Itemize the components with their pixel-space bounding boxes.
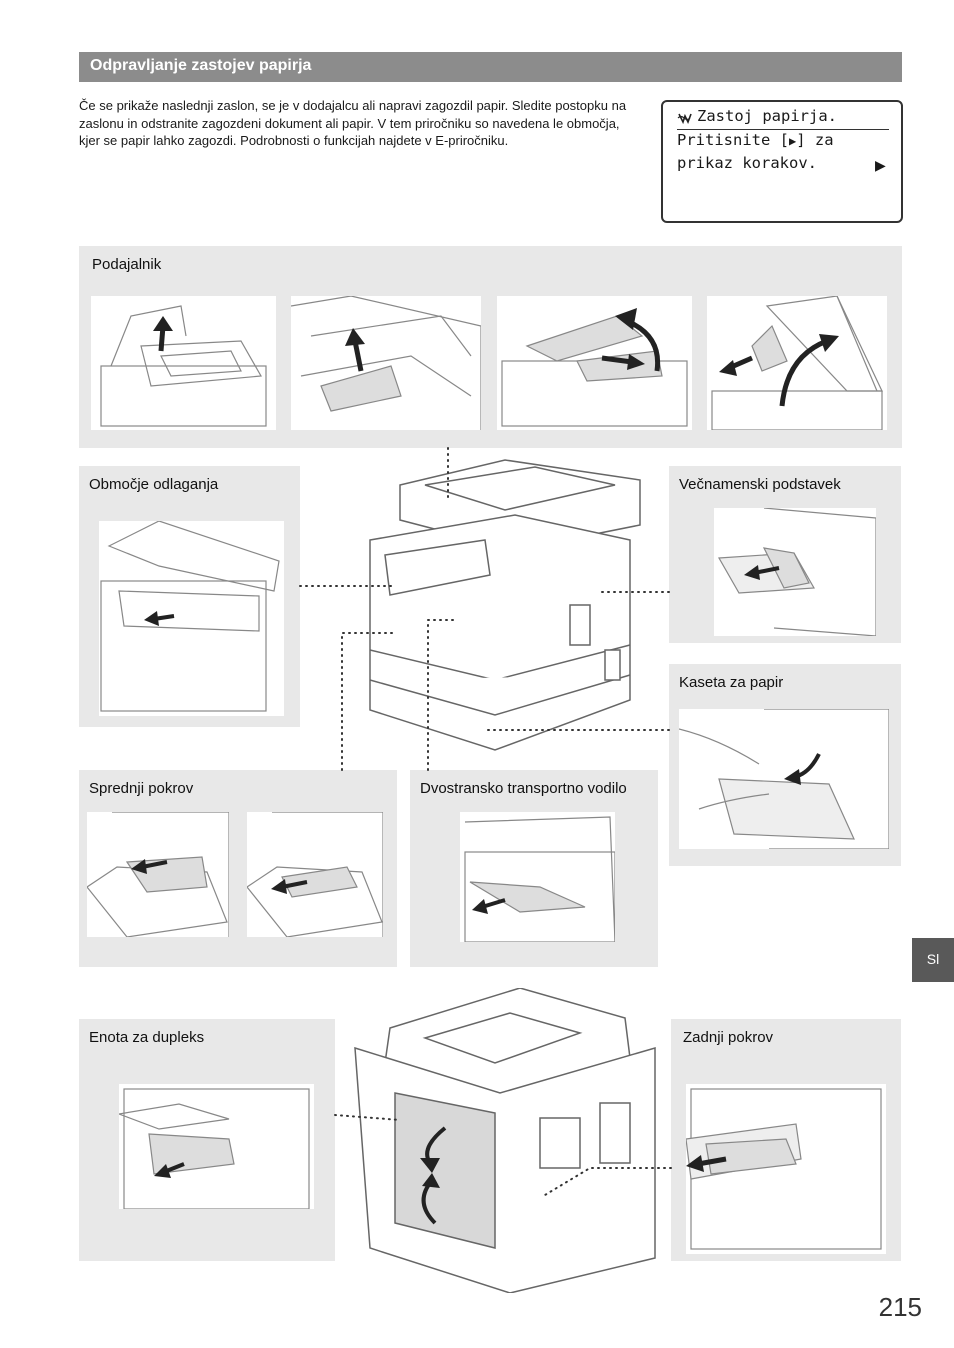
output-area-panel: Območje odlaganja [79, 466, 300, 727]
paper-cassette-label: Kaseta za papir [679, 674, 784, 691]
output-area-illustration [99, 521, 284, 716]
lcd-divider [677, 129, 889, 130]
feeder-illustration-4 [707, 296, 887, 430]
feeder-panel: Podajalnik [79, 246, 902, 448]
feeder-illustration-2 [291, 296, 481, 430]
feeder-illustration-1 [91, 296, 276, 430]
right-triangle-icon: ▶ [875, 157, 886, 173]
multipurpose-tray-panel: Večnamenski podstavek [669, 466, 901, 643]
right-triangle-icon: ▶ [788, 134, 797, 148]
rear-printer-illustration [350, 988, 660, 1293]
section-header: Odpravljanje zastojev papirja [79, 52, 902, 82]
rear-cover-panel: Zadnji pokrov [671, 1019, 901, 1261]
paper-jam-icon [677, 113, 692, 125]
intro-paragraph: Če se prikaže naslednji zaslon, se je v … [79, 98, 627, 148]
lcd-display: Zastoj papirja. Pritisnite [▶] za prikaz… [661, 100, 903, 223]
language-tab: Sl [912, 938, 954, 982]
main-printer-illustration [365, 455, 655, 755]
duplex-unit-panel: Enota za dupleks [79, 1019, 335, 1261]
section-title: Odpravljanje zastojev papirja [90, 57, 312, 74]
feeder-label: Podajalnik [92, 256, 162, 273]
paper-cassette-panel: Kaseta za papir [669, 664, 901, 866]
rear-cover-label: Zadnji pokrov [683, 1029, 774, 1046]
multipurpose-tray-illustration [714, 508, 876, 636]
lcd-line-3: prikaz korakov. [677, 154, 817, 172]
paper-cassette-illustration [679, 709, 889, 849]
lcd-line-2: Pritisnite [▶] za [677, 131, 834, 149]
rear-cover-illustration [686, 1084, 886, 1254]
language-tab-label: Sl [926, 951, 940, 967]
duplex-unit-label: Enota za dupleks [89, 1029, 205, 1046]
duplex-unit-illustration [119, 1084, 314, 1209]
lcd-line-1: Zastoj papirja. [697, 107, 837, 125]
duplex-guide-illustration [460, 812, 615, 942]
feeder-illustration-3 [497, 296, 692, 430]
front-cover-illustration-1 [87, 812, 229, 937]
front-cover-panel: Sprednji pokrov [79, 770, 397, 967]
duplex-guide-panel: Dvostransko transportno vodilo [410, 770, 658, 967]
duplex-guide-label: Dvostransko transportno vodilo [420, 780, 627, 797]
front-cover-illustration-2 [247, 812, 383, 937]
output-area-label: Območje odlaganja [89, 476, 219, 493]
front-cover-label: Sprednji pokrov [89, 780, 194, 797]
lcd-line-2-end: ] za [796, 131, 834, 149]
lcd-line-2-start: Pritisnite [ [677, 131, 789, 149]
multipurpose-tray-label: Večnamenski podstavek [679, 476, 841, 493]
page-number: 215 [878, 1292, 922, 1322]
